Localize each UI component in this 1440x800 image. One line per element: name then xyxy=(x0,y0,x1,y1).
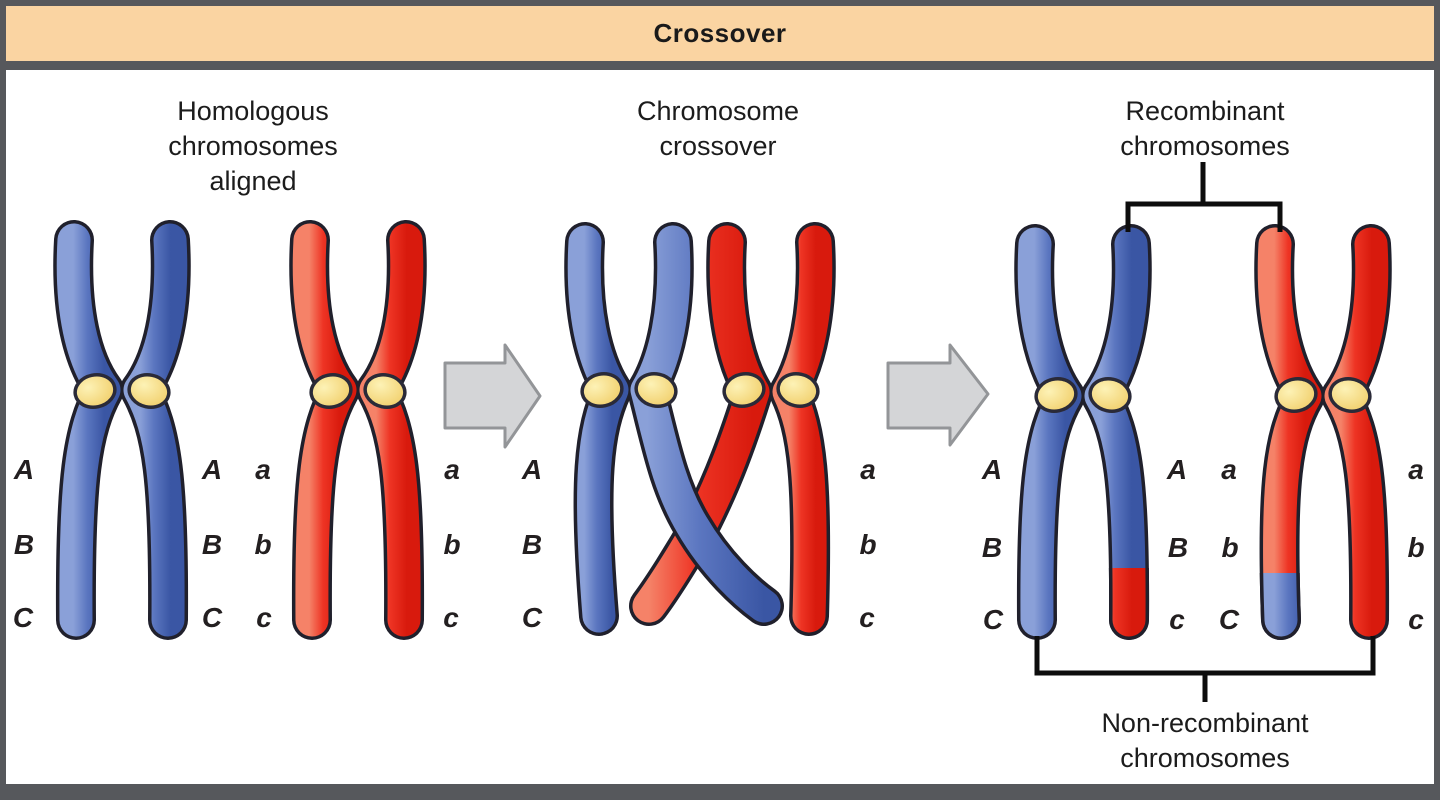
gene-label-b: b xyxy=(254,529,272,560)
gene-label-C: C xyxy=(982,604,1004,635)
gene-label-a: a xyxy=(860,454,876,485)
centromere xyxy=(73,373,117,409)
centromere xyxy=(1088,377,1132,413)
centromere xyxy=(363,373,407,409)
gene-label-C: C xyxy=(201,602,223,633)
centromere xyxy=(580,372,624,408)
gene-label-a: a xyxy=(255,454,271,485)
gene-label-C: C xyxy=(12,602,34,633)
figure-title: Crossover xyxy=(653,18,787,48)
gene-label-B: B xyxy=(521,529,543,560)
header-bar: Crossover xyxy=(6,6,1434,61)
gene-label-b: b xyxy=(1407,532,1425,563)
gene-label-A: A xyxy=(13,454,35,485)
gene-label-c: c xyxy=(1169,604,1185,635)
panel-title-crossover: Chromosome crossover xyxy=(636,96,800,161)
chromosome-blue-recombinant xyxy=(1014,224,1152,640)
centromere xyxy=(127,373,171,409)
gene-label-a: a xyxy=(444,454,460,485)
gene-label-B: B xyxy=(13,529,35,560)
arrow-right-icon xyxy=(443,343,542,449)
gene-label-b: b xyxy=(1221,532,1239,563)
chromosome-blue-aligned xyxy=(53,220,191,640)
gene-label-C: C xyxy=(521,602,543,633)
diagram-background xyxy=(6,70,1434,784)
centromere xyxy=(1328,377,1372,413)
panel-title-recombinant: Recombinant chromosomes xyxy=(1120,96,1290,161)
gene-label-c: c xyxy=(256,602,272,633)
panel-title-homologous: Homologous chromosomes aligned xyxy=(168,96,338,196)
gene-label-A: A xyxy=(1166,454,1188,485)
gene-label-a: a xyxy=(1221,454,1237,485)
chromosome-red-recombinant xyxy=(1254,224,1392,640)
non-recombinant-bracket xyxy=(1034,636,1376,702)
gene-label-B: B xyxy=(981,532,1003,563)
arrow-right-icon xyxy=(886,343,990,447)
chromosome-red-aligned xyxy=(289,220,427,640)
gene-label-B: B xyxy=(201,529,223,560)
gene-label-b: b xyxy=(443,529,461,560)
centromere xyxy=(1274,377,1318,413)
centromere xyxy=(722,372,766,408)
gene-label-a: a xyxy=(1408,454,1424,485)
gene-label-c: c xyxy=(1408,604,1424,635)
gene-label-A: A xyxy=(981,454,1003,485)
centromere xyxy=(1034,377,1078,413)
gene-label-C: C xyxy=(1218,604,1240,635)
gene-label-c: c xyxy=(443,602,459,633)
recombinant-bracket xyxy=(1125,162,1283,232)
gene-label-c: c xyxy=(859,602,875,633)
centromere xyxy=(776,372,820,408)
gene-label-A: A xyxy=(201,454,223,485)
gene-label-A: A xyxy=(521,454,543,485)
gene-label-B: B xyxy=(1167,532,1189,563)
non-recombinant-label: Non-recombinant chromosomes xyxy=(1101,708,1309,773)
gene-label-b: b xyxy=(859,529,877,560)
centromere xyxy=(634,372,678,408)
centromere xyxy=(309,373,353,409)
